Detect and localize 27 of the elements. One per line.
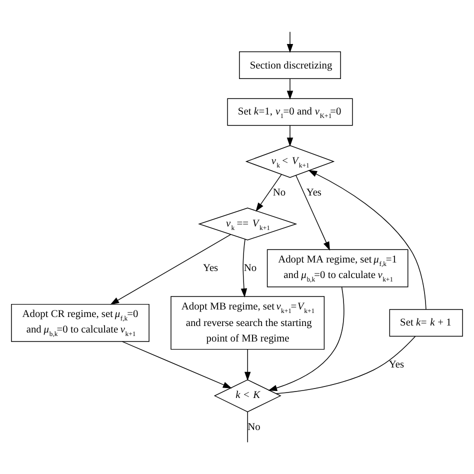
node-diamond: v$_{k}$ == V$_{k+1}$ bbox=[198, 208, 298, 240]
arrow bbox=[240, 238, 248, 298]
node-box: Adopt MB regime, set v$_{k+1}$=V$_{k+1}$ and reverse search the starting point of MB regime bbox=[170, 296, 325, 350]
arrow bbox=[268, 286, 344, 391]
connector bbox=[247, 412, 248, 443]
node-box: Set k=1, v$_{1}$=0 and v$_{K+1}$=0 bbox=[227, 98, 353, 126]
arrow bbox=[244, 349, 251, 381]
edge-label: Yes bbox=[202, 262, 218, 274]
arrow bbox=[286, 125, 294, 147]
arrow bbox=[296, 175, 330, 251]
edge-label: No bbox=[272, 188, 286, 198]
node-box: Adopt CR regime, set μ$_{f,k}$=0 and μ$_{b,k}$=0 to calculate v$_{k+1}$ bbox=[11, 304, 150, 342]
edge-label: No bbox=[248, 422, 260, 433]
node-diamond: k < K bbox=[214, 379, 282, 412]
arrow bbox=[122, 341, 232, 388]
node-box: Adopt MA regime, set μ$_{f,k}$=1 and μ$_{b,k}$=0 to calculate v$_{k+1}$ bbox=[266, 249, 408, 288]
edge-label: Yes bbox=[388, 359, 404, 370]
edge-label: Yes bbox=[306, 188, 322, 198]
node-box: Set k= k + 1 bbox=[389, 309, 463, 337]
arrow bbox=[256, 174, 282, 212]
arrow bbox=[110, 234, 231, 305]
arrow bbox=[286, 31, 294, 53]
node-box: Section discretizing bbox=[239, 51, 341, 79]
arrow bbox=[286, 78, 294, 100]
connector bbox=[276, 336, 416, 394]
edge-label: No bbox=[244, 262, 257, 274]
arrow bbox=[308, 170, 426, 310]
